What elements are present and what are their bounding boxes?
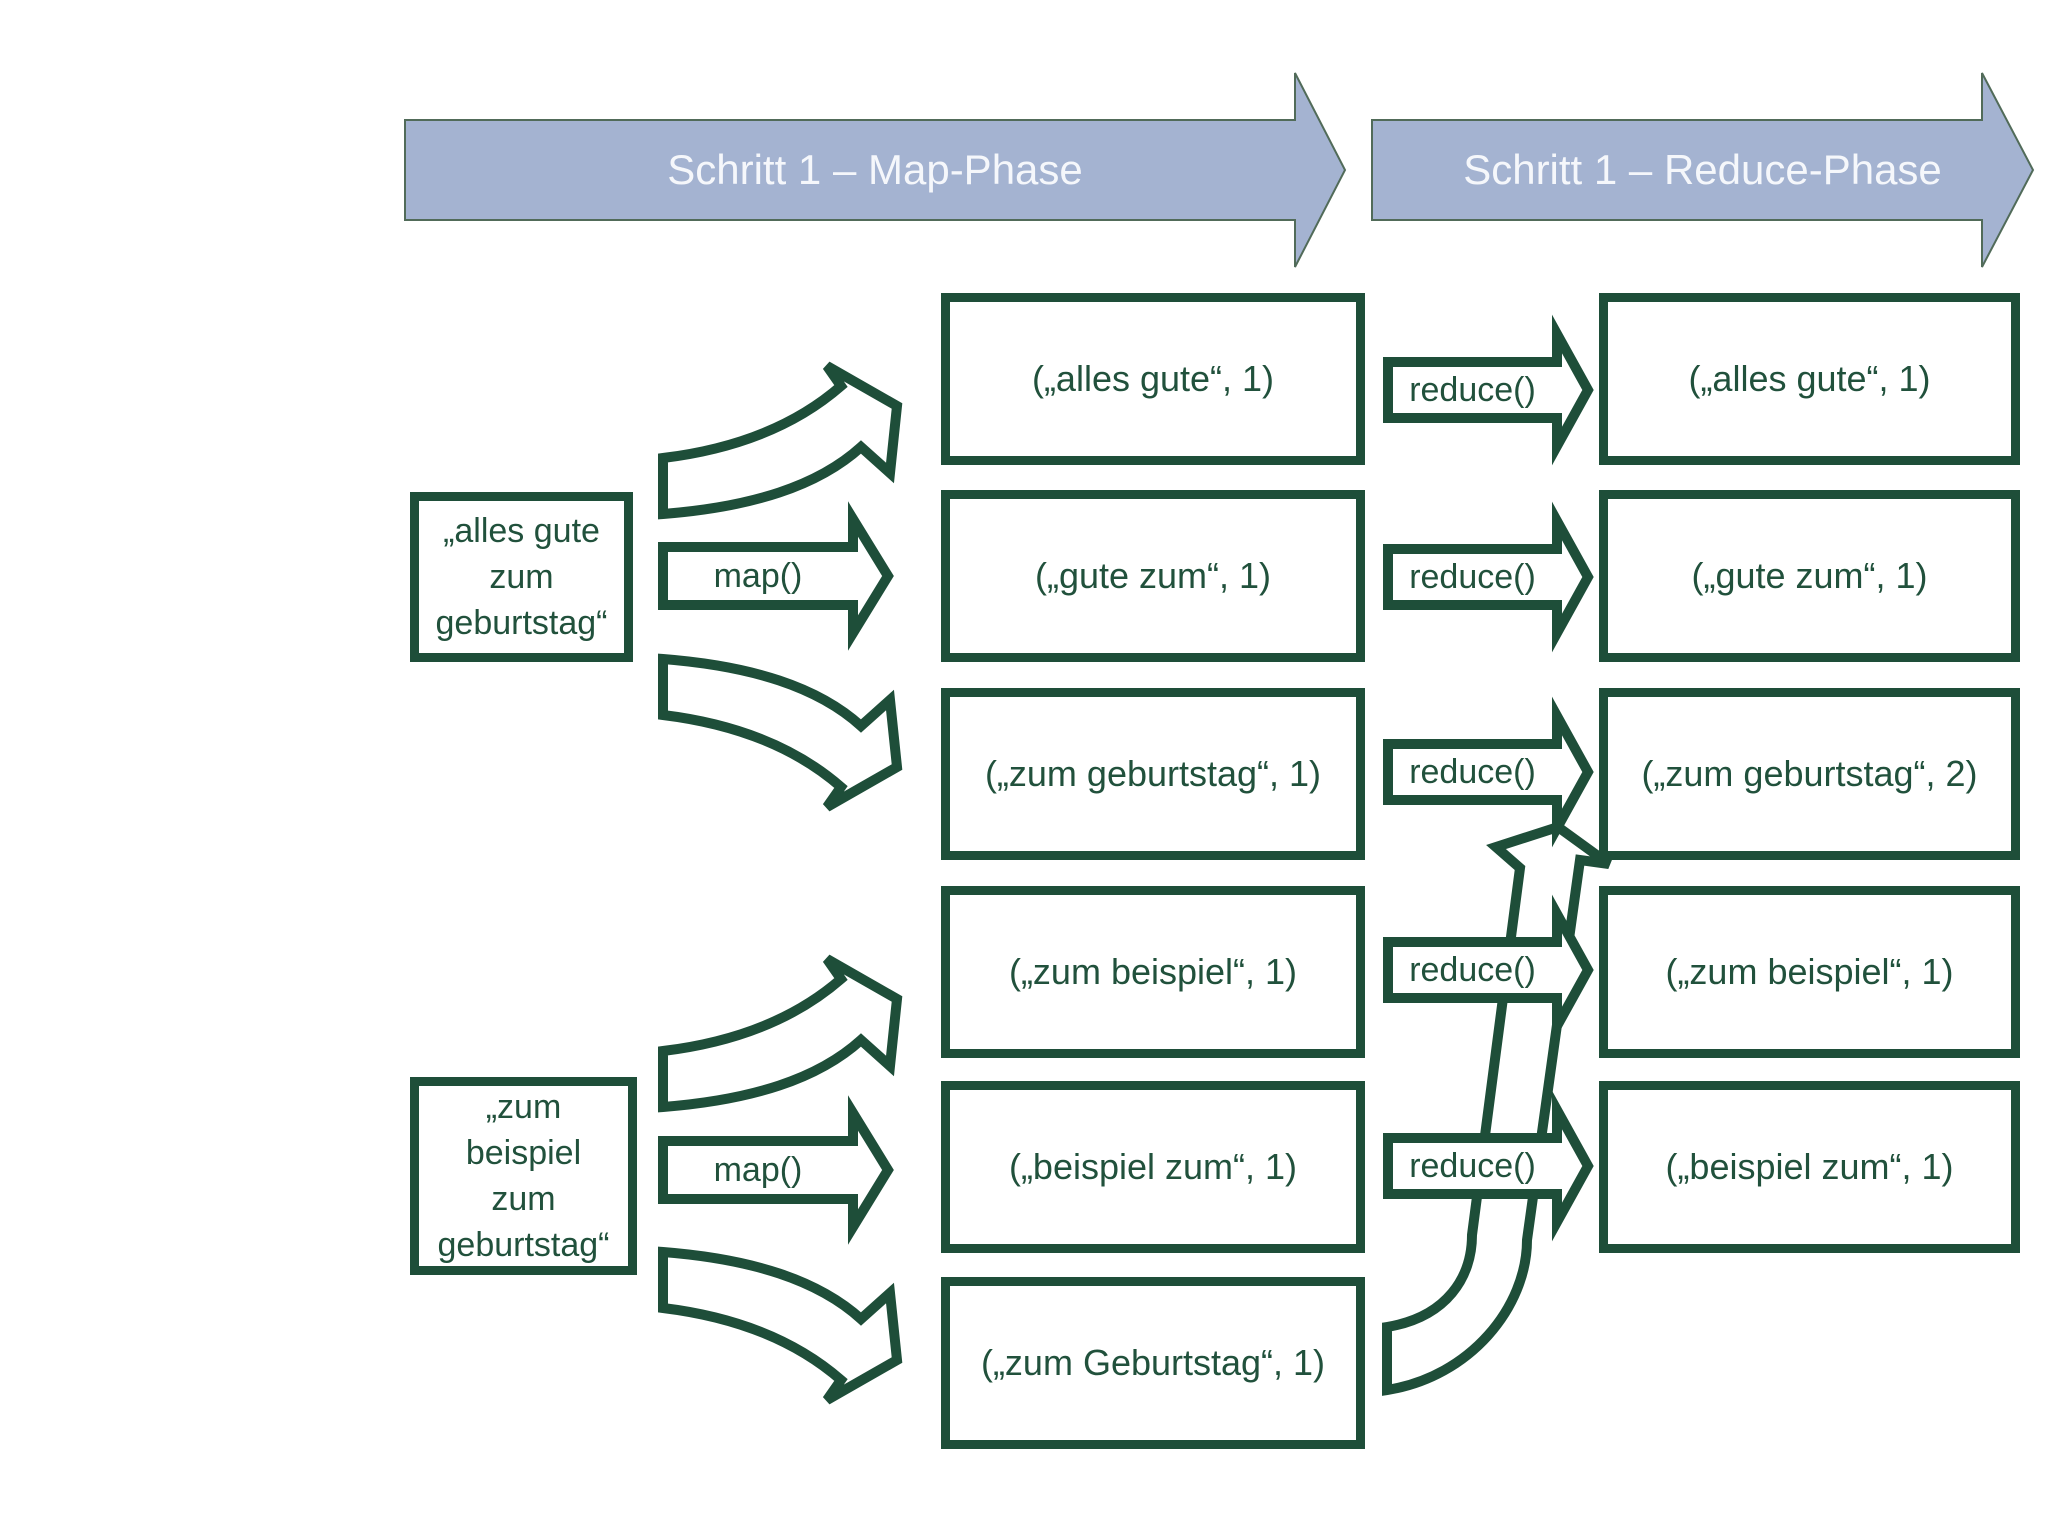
map-output-box-1: („alles gute“, 1) [941,293,1365,465]
reduce-arrow-label-4: reduce() [1409,950,1536,989]
reduce-phase-banner-arrow [1371,72,2035,268]
reduce-output-box-5: („beispiel zum“, 1) [1599,1081,2020,1253]
reduce-arrow-5 [1383,1090,1594,1242]
reduce-arrow-3 [1383,696,1594,848]
map-output-box-6: („zum Geburtstag“, 1) [941,1277,1365,1449]
map-arrow-1 [658,501,894,651]
map-arrow-label-2: map() [713,1150,803,1189]
map-phase-banner-label: Schritt 1 – Map-Phase [667,146,1083,193]
map-fanout-arrow-down-2 [658,1246,903,1405]
map-output-box-5: („beispiel zum“, 1) [941,1081,1365,1253]
reduce-arrow-label-1: reduce() [1409,370,1536,409]
input-box-2-line: geburtstag“ [437,1226,610,1264]
map-fanout-arrow-up-2 [658,954,903,1113]
map-arrow-2 [658,1095,894,1245]
reduce-output-box-1: („alles gute“, 1) [1599,293,2020,465]
input-box-1: „alles gute zum geburtstag“ [410,492,633,662]
reduce-output-box-3: („zum geburtstag“, 2) [1599,688,2020,860]
reduce-output-box-4: („zum beispiel“, 1) [1599,886,2020,1058]
map-fanout-arrow-down-1 [658,653,903,812]
reduce-arrow-1 [1383,314,1594,466]
reduce-phase-banner-label: Schritt 1 – Reduce-Phase [1463,146,1942,193]
map-output-box-4: („zum beispiel“, 1) [941,886,1365,1058]
reduce-arrow-2 [1383,501,1594,653]
input-box-1-line: geburtstag“ [435,604,608,642]
map-fanout-arrow-up-1 [658,361,903,520]
input-box-2-line: beispiel [465,1134,582,1172]
combine-curved-arrow [1382,821,1612,1396]
map-output-box-3: („zum geburtstag“, 1) [941,688,1365,860]
input-box-1-line: zum [489,558,554,596]
map-output-box-2: („gute zum“, 1) [941,490,1365,662]
reduce-arrow-label-2: reduce() [1409,557,1536,596]
map-arrow-label-1: map() [713,556,803,595]
map-phase-banner-arrow [404,72,1347,268]
reduce-arrow-4 [1383,894,1594,1046]
input-box-2-line: zum [491,1180,556,1218]
input-box-1-line: „alles gute [443,512,600,550]
input-box-2-line: „zum [485,1088,562,1126]
reduce-output-box-2: („gute zum“, 1) [1599,490,2020,662]
reduce-arrow-label-5: reduce() [1409,1146,1536,1185]
reduce-arrow-label-3: reduce() [1409,752,1536,791]
input-box-2: „zum beispiel zum geburtstag“ [410,1077,637,1275]
